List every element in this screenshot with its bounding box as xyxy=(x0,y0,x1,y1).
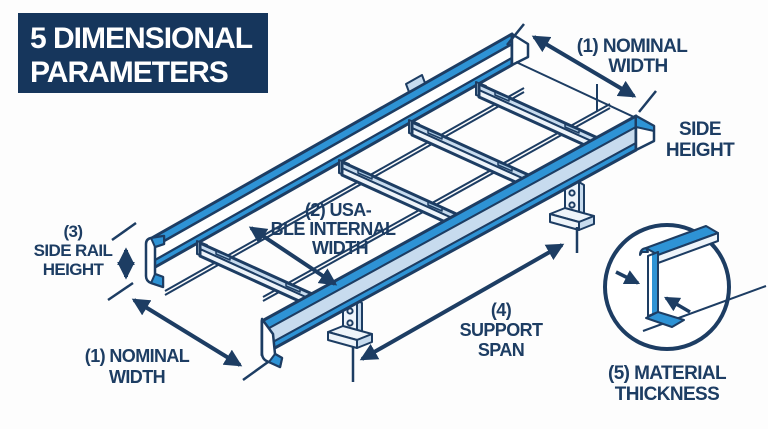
svg-text:WIDTH: WIDTH xyxy=(312,238,368,258)
labels: (1) NOMINAL WIDTH SIDE HEIGHT (2) USA- B… xyxy=(34,36,736,405)
svg-text:(2) USA-: (2) USA- xyxy=(305,200,372,220)
label-usable-internal-width: (2) USA- BLE INTERNAL WIDTH xyxy=(271,200,397,258)
title-badge: 5 DIMENSIONAL PARAMETERS xyxy=(18,13,268,93)
far-rail-end-face xyxy=(510,32,530,67)
label-nominal-width-bottom: (1) NOMINAL WIDTH xyxy=(85,346,191,387)
svg-text:BLE INTERNAL: BLE INTERNAL xyxy=(271,219,396,239)
label-side-rail-height: (3) SIDE RAIL HEIGHT xyxy=(34,222,113,279)
svg-text:SIDE RAIL: SIDE RAIL xyxy=(34,241,113,260)
svg-text:(4): (4) xyxy=(491,300,512,320)
svg-text:(3): (3) xyxy=(64,222,83,241)
material-thickness-detail xyxy=(603,223,767,351)
label-side-height: SIDE HEIGHT xyxy=(666,119,736,161)
svg-text:(5) MATERIAL: (5) MATERIAL xyxy=(608,363,727,384)
label-nominal-width-top: (1) NOMINAL WIDTH xyxy=(577,36,689,77)
svg-text:HEIGHT: HEIGHT xyxy=(43,260,105,279)
svg-text:SPAN: SPAN xyxy=(478,340,524,360)
label-support-span: (4) SUPPORT SPAN xyxy=(460,300,544,360)
svg-text:(1) NOMINAL: (1) NOMINAL xyxy=(85,346,190,366)
svg-text:SIDE: SIDE xyxy=(679,119,721,140)
title-line-2: PARAMETERS xyxy=(30,56,228,89)
svg-text:WIDTH: WIDTH xyxy=(608,56,667,77)
dimension-annotations xyxy=(107,23,657,382)
rung xyxy=(338,159,467,232)
label-material-thickness: (5) MATERIAL THICKNESS xyxy=(608,363,728,405)
splice-tab xyxy=(405,74,426,93)
svg-text:HEIGHT: HEIGHT xyxy=(666,140,735,161)
far-side-rail xyxy=(144,32,530,289)
svg-text:SUPPORT: SUPPORT xyxy=(460,320,543,340)
svg-text:(1) NOMINAL: (1) NOMINAL xyxy=(577,36,689,57)
svg-text:WIDTH: WIDTH xyxy=(109,367,165,387)
magnifier-circle xyxy=(603,223,731,351)
svg-text:THICKNESS: THICKNESS xyxy=(615,384,719,405)
title-line-1: 5 DIMENSIONAL xyxy=(30,22,253,55)
c-channel-profile xyxy=(639,225,719,328)
